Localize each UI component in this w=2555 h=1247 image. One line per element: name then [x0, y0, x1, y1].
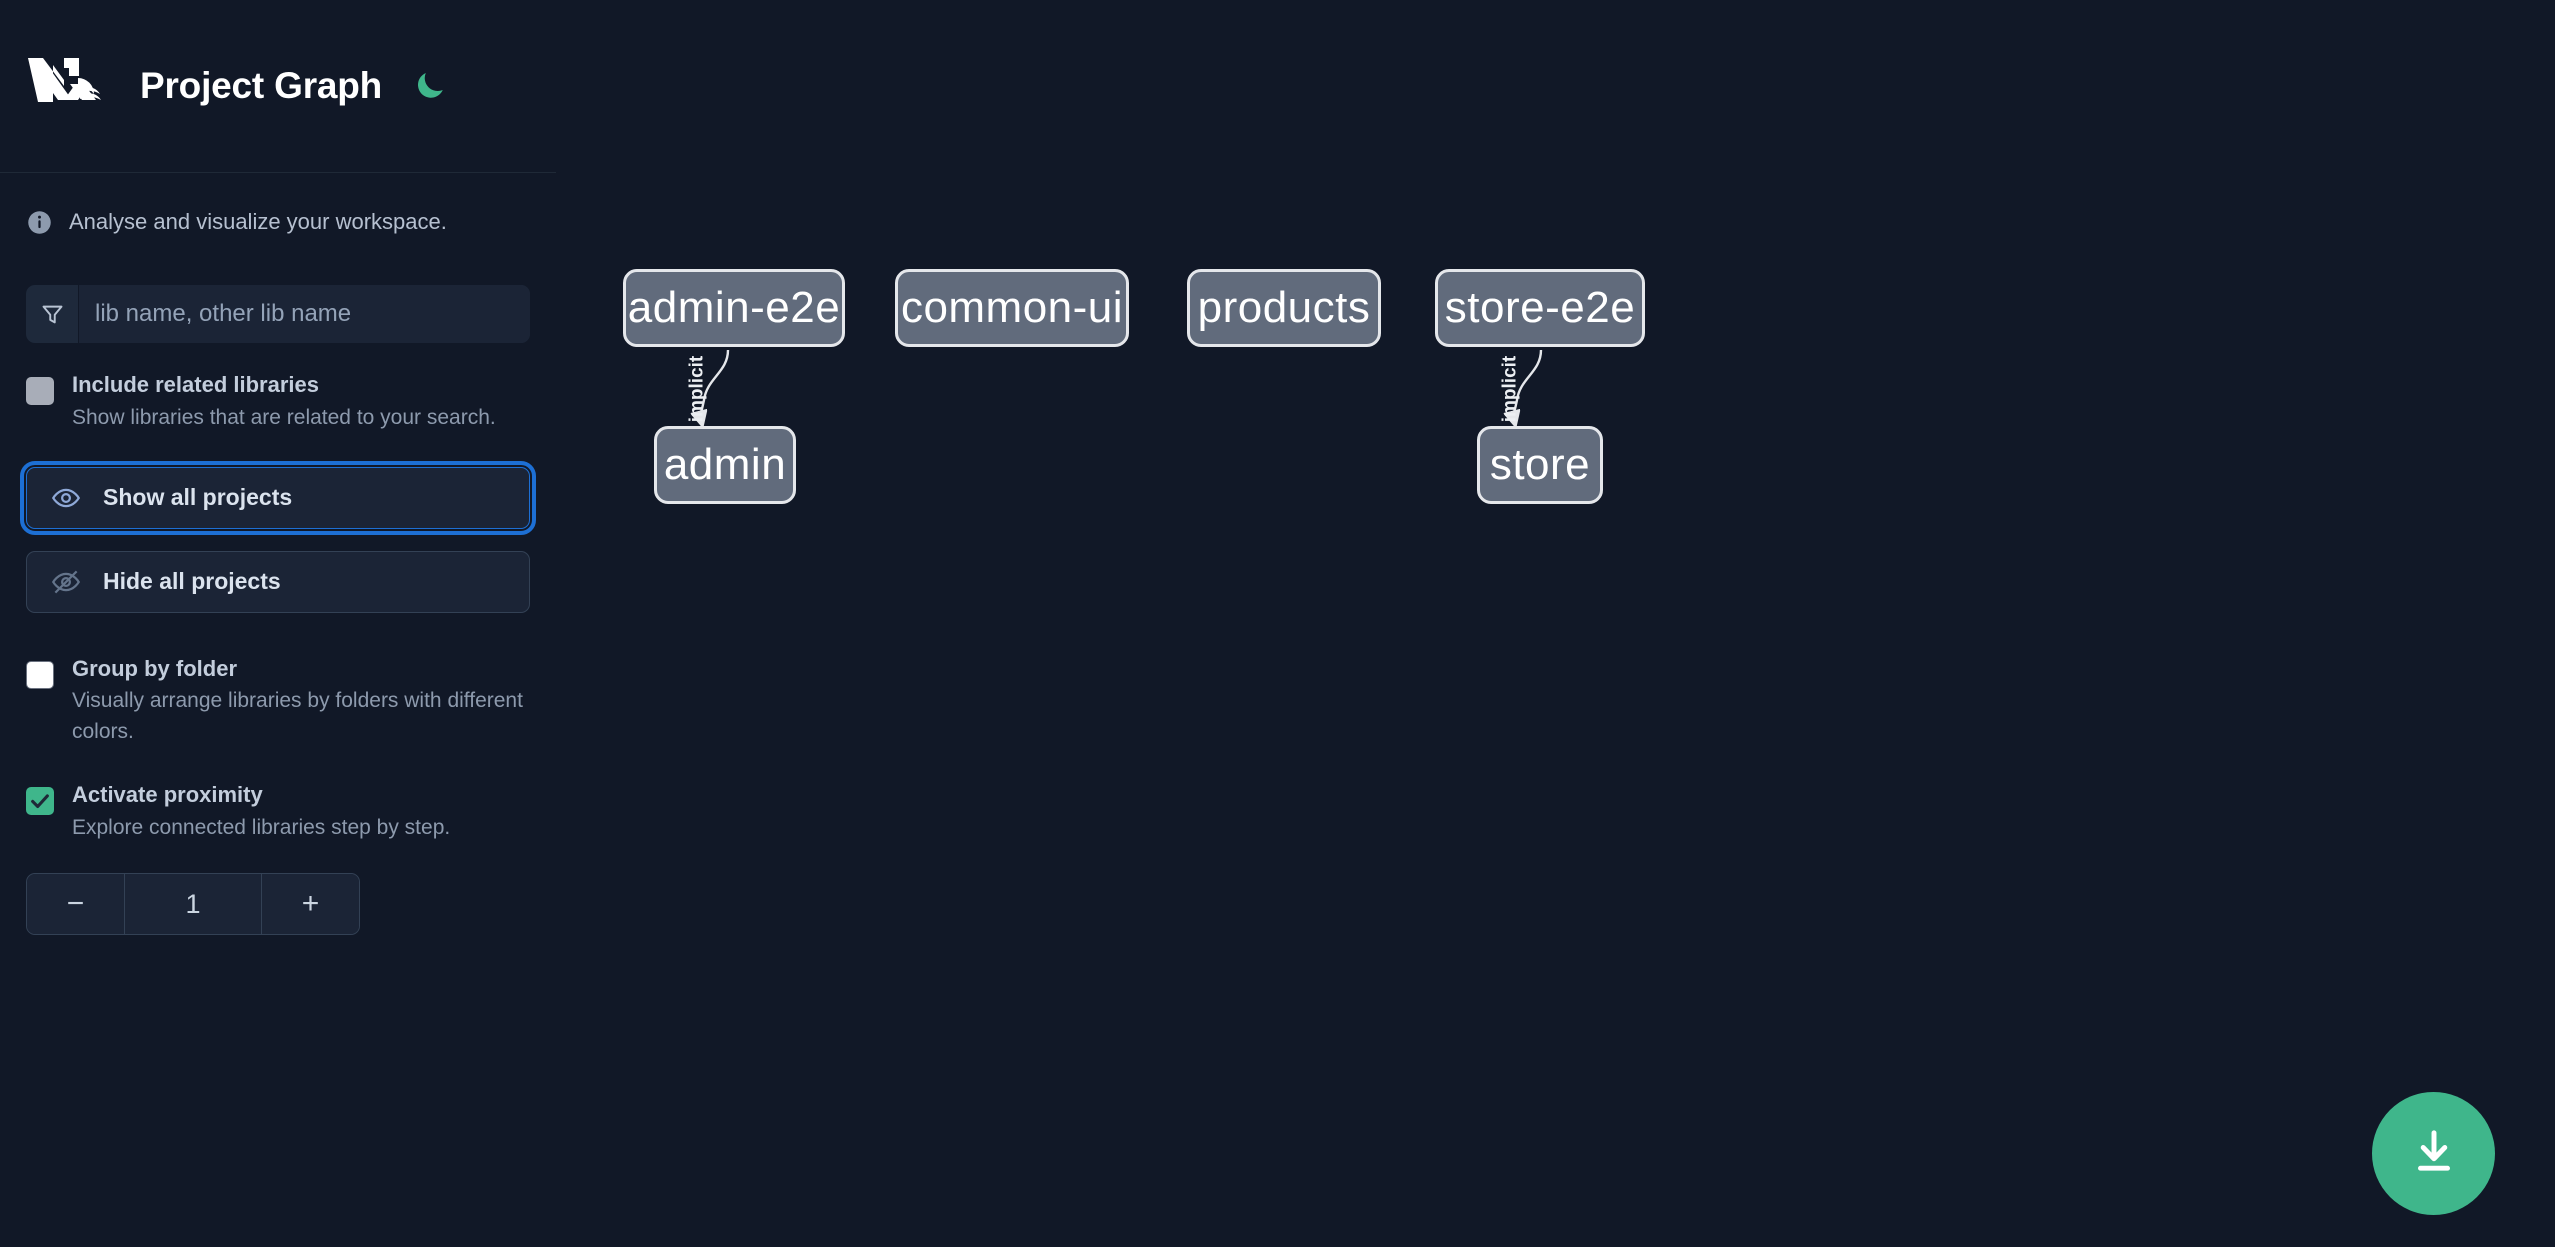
activate-proximity-checkbox[interactable]: [26, 787, 54, 816]
graph-node-common-ui[interactable]: common-ui: [895, 269, 1129, 347]
graph-node-products[interactable]: products: [1187, 269, 1381, 347]
edge-label-admin-e2e-admin: implicit: [686, 355, 708, 423]
graph-node-store-e2e[interactable]: store-e2e: [1435, 269, 1645, 347]
stepper-decrement-button[interactable]: −: [27, 874, 124, 935]
search-input[interactable]: [79, 285, 530, 343]
show-all-projects-label: Show all projects: [103, 484, 293, 511]
graph-node-store[interactable]: store: [1477, 426, 1603, 504]
option-label: Group by folder: [72, 655, 237, 681]
download-graph-button[interactable]: [2372, 1092, 2495, 1215]
hide-all-projects-wrap: Hide all projects: [0, 550, 556, 613]
hide-all-projects-button[interactable]: Hide all projects: [26, 550, 530, 613]
option-activate-proximity: Activate proximity Explore connected lib…: [0, 781, 556, 843]
stepper-divider: [261, 874, 262, 935]
option-include-related-libraries: Include related libraries Show libraries…: [0, 371, 556, 433]
hide-all-projects-label: Hide all projects: [103, 568, 281, 595]
stepper-divider: [124, 874, 125, 935]
sidebar-header: Project Graph: [0, 0, 556, 173]
filter-icon: [26, 285, 79, 343]
info-icon: [26, 209, 53, 236]
eye-icon: [51, 483, 81, 513]
option-label: Activate proximity: [72, 782, 263, 808]
eye-off-icon: [51, 567, 81, 597]
sidebar: Project Graph: [0, 0, 556, 1247]
option-description: Show libraries that are related to your …: [72, 405, 496, 429]
download-icon: [2407, 1125, 2461, 1182]
show-all-projects-wrap: Show all projects: [0, 460, 556, 535]
option-description: Explore connected libraries step by step…: [72, 815, 451, 839]
moon-icon: [412, 67, 448, 106]
group-by-folder-checkbox[interactable]: [26, 660, 54, 689]
stepper-value: 1: [185, 888, 201, 919]
stepper-increment-button[interactable]: +: [262, 874, 359, 935]
filter-box: [26, 285, 530, 343]
graph-edges: [556, 349, 1543, 1247]
sidebar-tagline: Analyse and visualize your workspace.: [0, 173, 556, 271]
graph-node-admin[interactable]: admin: [654, 426, 796, 504]
option-group-by-folder: Group by folder Visually arrange librari…: [0, 655, 556, 747]
nx-logo: [26, 54, 112, 118]
filter-row: [0, 285, 556, 343]
option-label: Include related libraries: [72, 372, 319, 397]
include-related-libraries-checkbox[interactable]: [26, 377, 54, 405]
proximity-stepper-wrap: − 1 +: [0, 873, 556, 936]
theme-toggle-button[interactable]: [408, 64, 452, 108]
tagline-text: Analyse and visualize your workspace.: [69, 209, 447, 234]
option-description: Visually arrange libraries by folders wi…: [72, 689, 523, 743]
page-title: Project Graph: [140, 65, 383, 106]
edge-label-store-e2e-store: implicit: [1499, 355, 1521, 423]
quantity-stepper: − 1 +: [26, 873, 360, 936]
graph-node-admin-e2e[interactable]: admin-e2e: [623, 269, 845, 347]
show-all-projects-button[interactable]: Show all projects: [20, 460, 536, 535]
graph-canvas[interactable]: admin-e2e common-ui products store-e2e a…: [556, 0, 2555, 1247]
